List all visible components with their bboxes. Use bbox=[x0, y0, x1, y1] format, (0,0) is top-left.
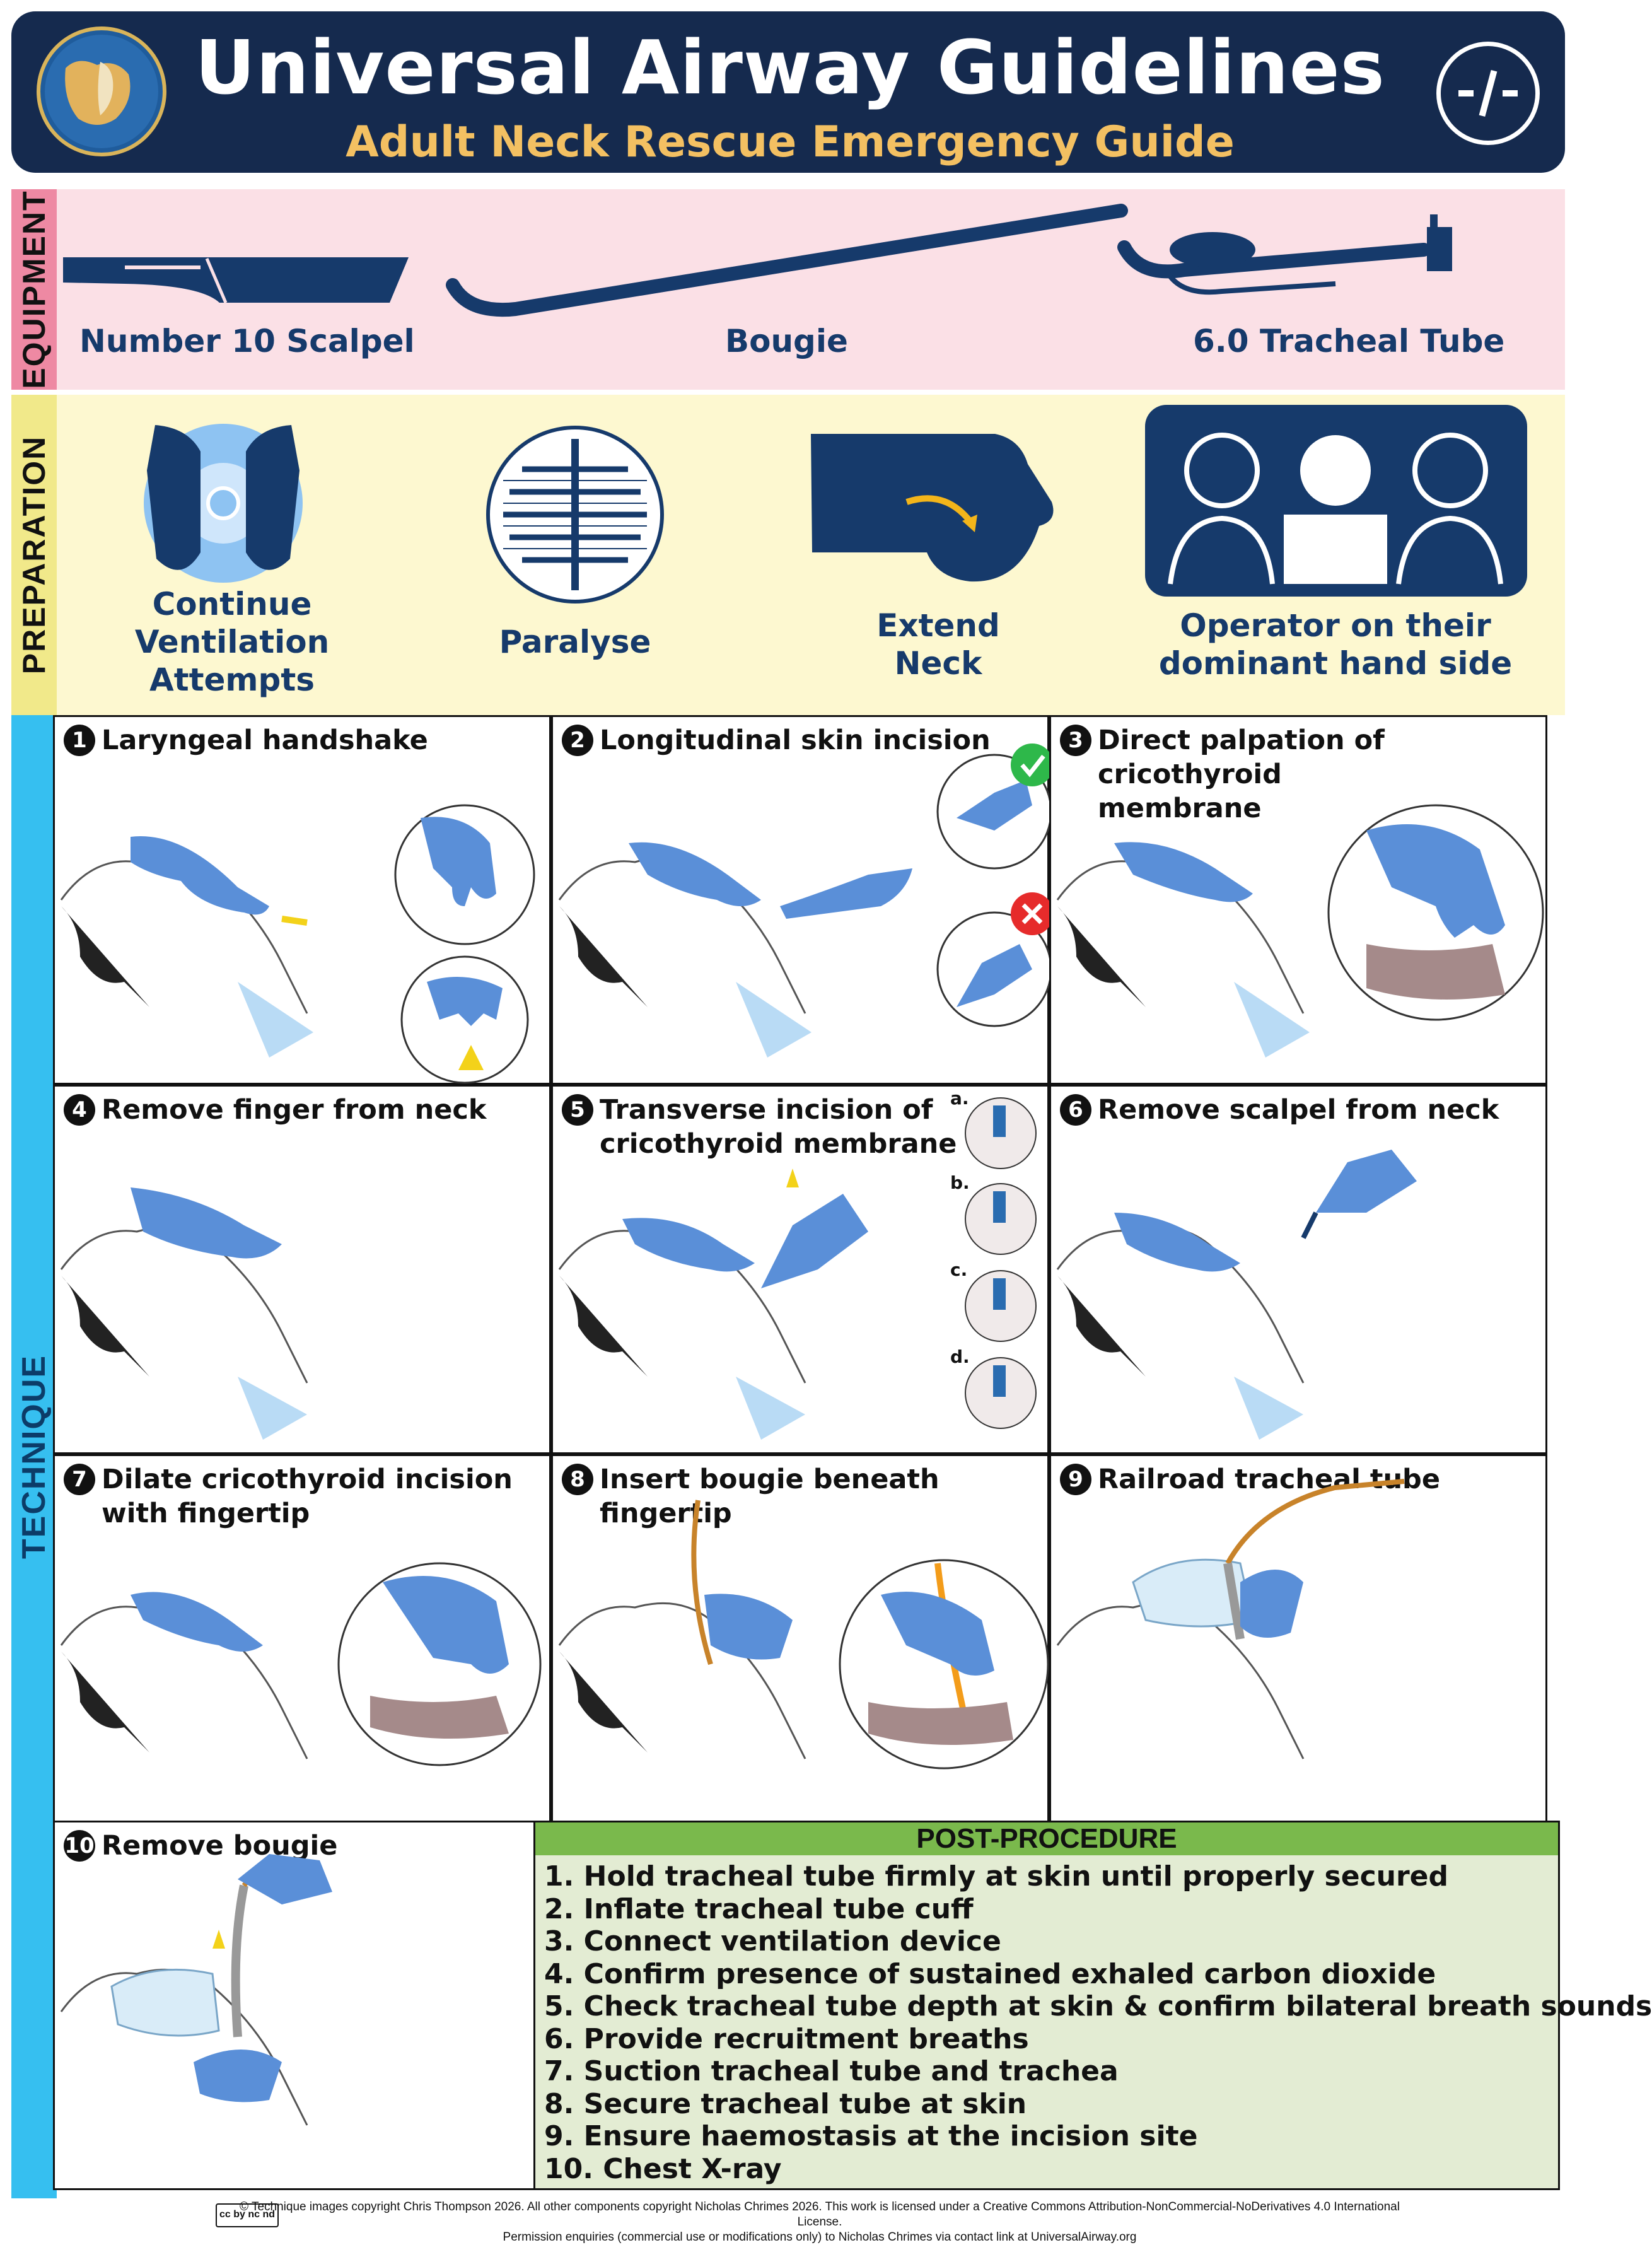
technique-tab: TECHNIQUE bbox=[11, 715, 57, 2198]
palpation-cricothyroid-illustration bbox=[1056, 804, 1544, 1058]
technique-section: TECHNIQUE bbox=[11, 715, 1565, 2198]
step5-sub-b: b. bbox=[950, 1172, 970, 1193]
insert-bougie-illustration bbox=[558, 1500, 1049, 1770]
list-item: 6. Provide recruitment breaths bbox=[544, 2022, 1029, 2055]
step-title: Railroad tracheal tube bbox=[1098, 1464, 1441, 1495]
list-item: 2. Inflate tracheal tube cuff bbox=[544, 1892, 974, 1925]
longitudinal-incision-illustration bbox=[558, 743, 1054, 1058]
preparation-illustrations bbox=[144, 405, 1527, 604]
equipment-label-bougie: Bougie bbox=[725, 323, 848, 359]
page-title: Universal Airway Guidelines bbox=[195, 24, 1385, 111]
post-procedure-list: 1. Hold tracheal tube firmly at skin unt… bbox=[544, 1860, 1652, 2185]
step5-sub-d: d. bbox=[950, 1346, 970, 1367]
post-procedure-title: POST-PROCEDURE bbox=[535, 1822, 1558, 1855]
step5-sub-a: a. bbox=[950, 1088, 969, 1109]
preparation-section: PREPARATION bbox=[11, 395, 1565, 715]
license-badge: cc by nc nd bbox=[216, 2203, 279, 2227]
list-item: 8. Secure tracheal tube at skin bbox=[544, 2087, 1027, 2120]
equipment-label-tracheal-tube: 6.0 Tracheal Tube bbox=[1193, 323, 1505, 359]
header-banner: Universal Airway Guidelines Adult Neck R… bbox=[11, 11, 1565, 173]
operator-position-icon bbox=[1145, 405, 1527, 597]
step-title: Remove finger from neck bbox=[102, 1094, 487, 1126]
ventilation-mask-hands-icon bbox=[144, 424, 303, 583]
list-item: 5. Check tracheal tube depth at skin & c… bbox=[544, 1990, 1652, 2022]
post-procedure-panel: POST-PROCEDURE 1. Hold tracheal tube fir… bbox=[533, 1821, 1652, 2190]
list-item: 10. Chest X-ray bbox=[544, 2152, 782, 2185]
list-item: 3. Connect ventilation device bbox=[544, 1925, 1001, 1957]
bougie-icon bbox=[446, 204, 1128, 317]
equipment-illustrations bbox=[63, 204, 1452, 317]
equipment-section: EQUIPMENT Number 10 Scalpel Bougie 6.0 T… bbox=[11, 189, 1565, 390]
step-title: Laryngeal handshake bbox=[102, 725, 428, 756]
transverse-incision-illustration bbox=[558, 1097, 1037, 1440]
remove-scalpel-illustration bbox=[1056, 1150, 1417, 1440]
list-item: 9. Ensure haemostasis at the incision si… bbox=[544, 2120, 1198, 2152]
prep-label-operator-position: Operator on their dominant hand side bbox=[1158, 607, 1513, 682]
technique-tab-label: TECHNIQUE bbox=[16, 1354, 52, 1560]
prep-label-paralyse: Paralyse bbox=[499, 624, 651, 660]
tracheal-tube-icon bbox=[1117, 214, 1452, 295]
step-title: Longitudinal skin incision bbox=[600, 725, 991, 756]
step5-sub-c: c. bbox=[950, 1259, 968, 1280]
paralyse-muscle-icon bbox=[486, 426, 664, 604]
step-title: Insert bougie beneath fingertip bbox=[600, 1464, 939, 1529]
scalpel-icon bbox=[63, 257, 409, 303]
prep-label-extend-neck: Extend Neck bbox=[876, 607, 1000, 682]
remove-bougie-illustration bbox=[60, 1854, 332, 2126]
list-item: 1. Hold tracheal tube firmly at skin unt… bbox=[544, 1860, 1449, 1892]
remove-finger-illustration bbox=[60, 1187, 308, 1440]
railroad-tube-illustration bbox=[1056, 1479, 1405, 1759]
equipment-label-scalpel: Number 10 Scalpel bbox=[79, 323, 415, 359]
dilate-incision-illustration bbox=[60, 1562, 542, 1766]
list-item: 7. Suction tracheal tube and trachea bbox=[544, 2055, 1119, 2087]
step-title: Remove bougie bbox=[102, 1830, 338, 1862]
prep-label-ventilation: Continue Ventilation Attempts bbox=[134, 586, 330, 698]
laryngeal-handshake-illustration bbox=[60, 804, 535, 1084]
footer-copyright: © Technique images copyright Chris Thomp… bbox=[240, 2200, 1400, 2244]
neck-rescue-emblem-icon bbox=[1436, 42, 1540, 145]
step5-sub-diagrams bbox=[965, 1097, 1037, 1429]
equipment-tab: EQUIPMENT bbox=[11, 189, 57, 390]
extend-neck-icon bbox=[811, 434, 1054, 582]
step-title: Remove scalpel from neck bbox=[1098, 1094, 1499, 1126]
page-subtitle: Adult Neck Rescue Emergency Guide bbox=[346, 117, 1235, 167]
project-universal-airway-logo-icon bbox=[37, 26, 166, 156]
list-item: 4. Confirm presence of sustained exhaled… bbox=[544, 1957, 1436, 1990]
preparation-tab: PREPARATION bbox=[11, 395, 57, 715]
